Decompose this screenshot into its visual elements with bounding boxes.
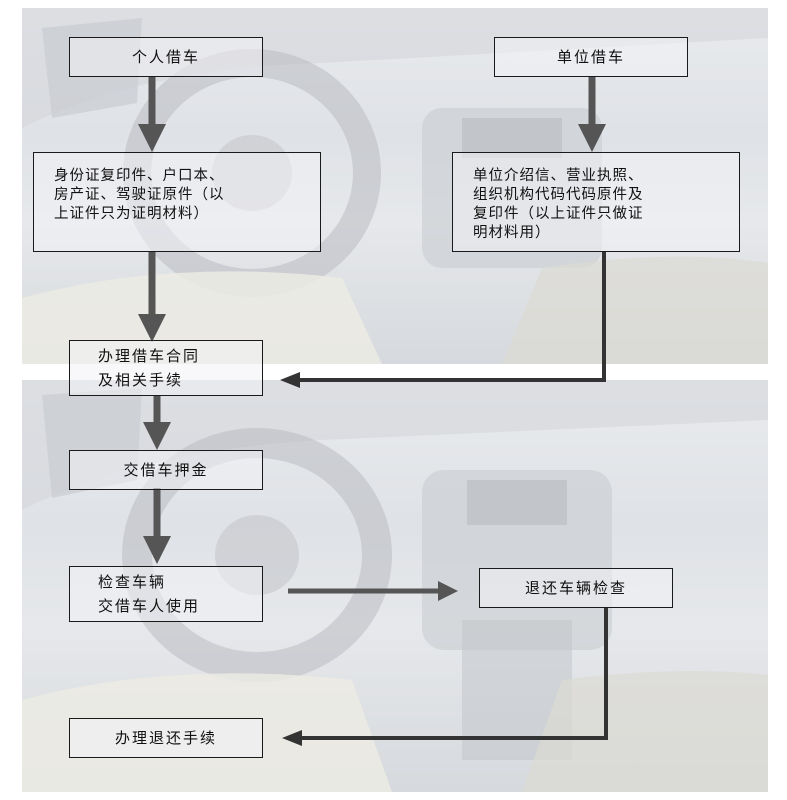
sign-contract-box: 办理借车合同 及相关手续 xyxy=(69,340,263,396)
company-documents-box: 单位介绍信、营业执照、 组织机构代码代码原件及 复印件（以上证件只做证 明材料用… xyxy=(452,152,740,252)
pay-deposit-box: 交借车押金 xyxy=(69,450,263,490)
company-borrow-box: 单位借车 xyxy=(494,37,688,77)
return-inspect-box: 退还车辆检查 xyxy=(479,568,673,608)
personal-documents-box: 身份证复印件、户口本、 房产证、驾驶证原件（以 上证件只为证明材料） xyxy=(33,152,321,252)
inspect-deliver-box: 检查车辆 交借车人使用 xyxy=(69,566,263,622)
return-procedure-box: 办理退还手续 xyxy=(69,718,263,758)
personal-borrow-box: 个人借车 xyxy=(69,37,263,77)
